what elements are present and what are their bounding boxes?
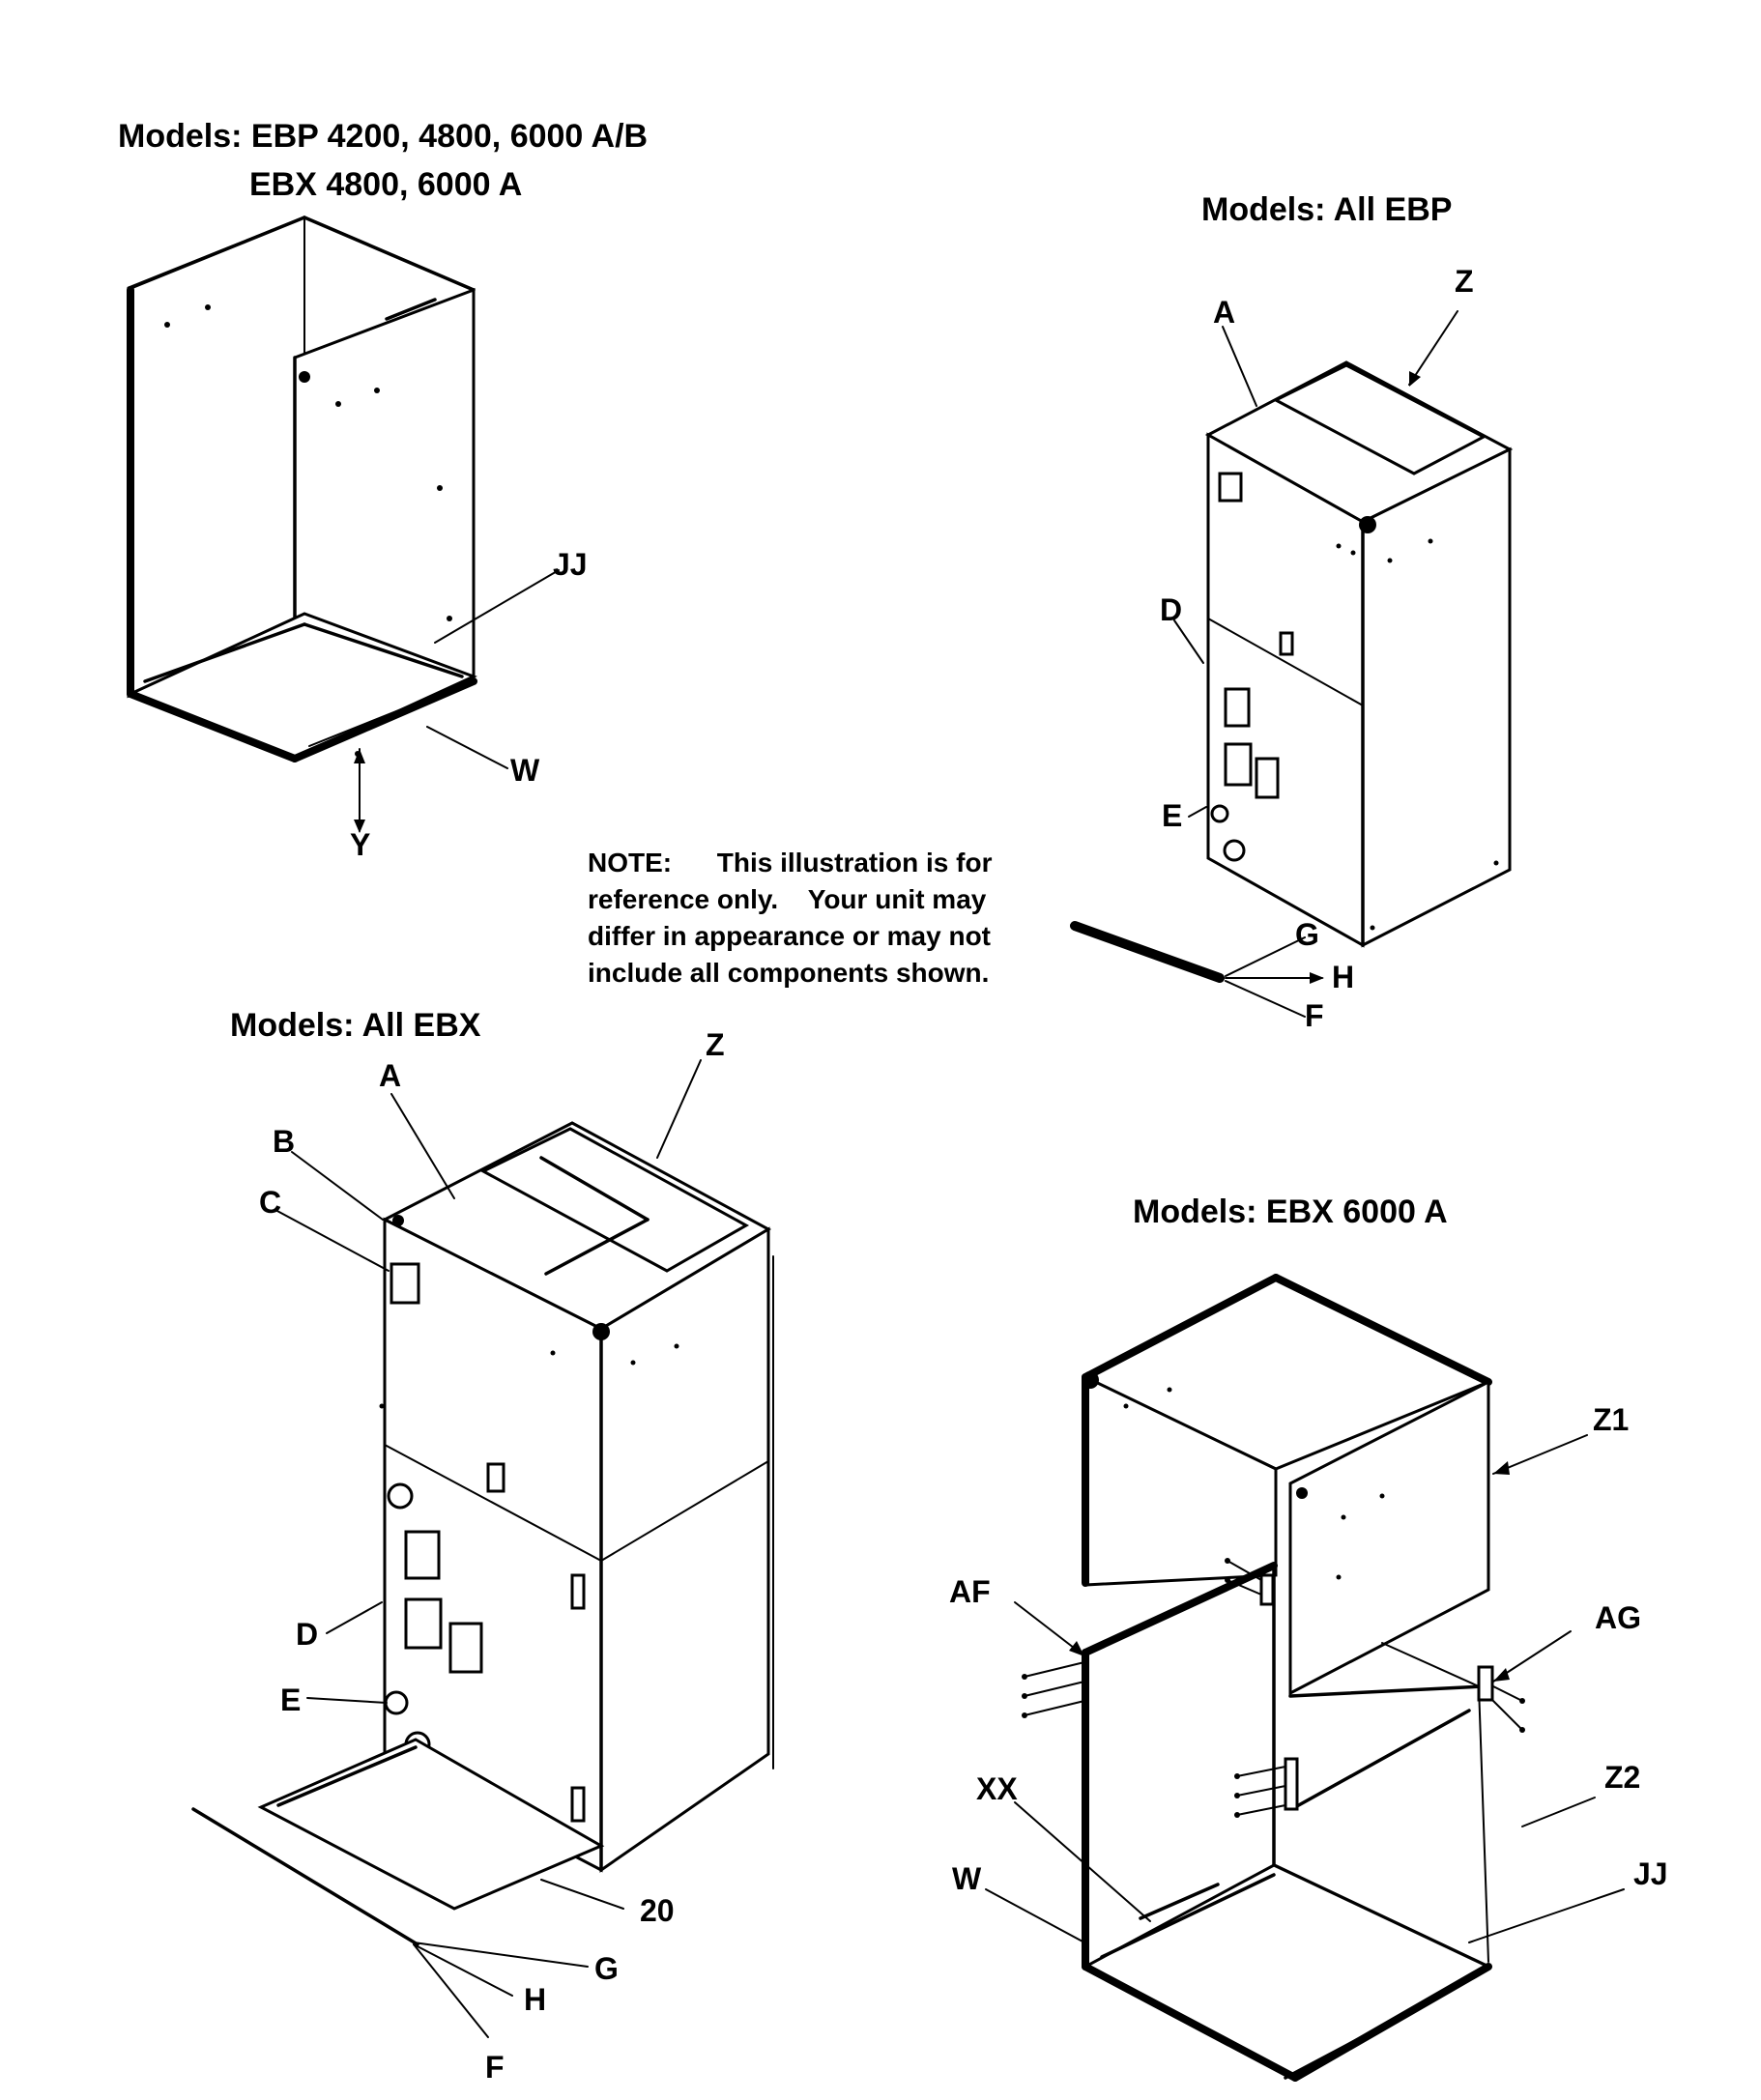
ebx-unit-drawing bbox=[191, 1059, 774, 2038]
callout-b: B bbox=[273, 1124, 295, 1159]
callout-ag: AG bbox=[1595, 1600, 1641, 1635]
tab-plate bbox=[1279, 631, 1294, 656]
top-left-title-line2: EBX 4800, 6000 A bbox=[249, 166, 522, 203]
ebx-unit-view: Models: All EBX bbox=[191, 1007, 774, 2085]
lower-base bbox=[1082, 1863, 1492, 2080]
bottom-left-title: Models: All EBX bbox=[230, 1007, 481, 1044]
callout-z1: Z1 bbox=[1593, 1402, 1629, 1437]
top-right-title: Models: All EBP bbox=[1201, 191, 1452, 228]
tab-plate bbox=[486, 1462, 505, 1493]
callout-c: C bbox=[259, 1185, 281, 1220]
side-face bbox=[1361, 446, 1512, 948]
callout-a: A bbox=[379, 1058, 401, 1093]
ebx-6000a-exploded-view: Models: EBX 6000 A bbox=[949, 1194, 1668, 2082]
label-plate bbox=[390, 1262, 420, 1305]
bottom-right-title: Models: EBX 6000 A bbox=[1133, 1194, 1448, 1230]
callout-w: W bbox=[510, 753, 540, 788]
top-left-title-line1: Models: EBP 4200, 4800, 6000 A/B bbox=[118, 118, 648, 155]
bracket-ag bbox=[1477, 1665, 1494, 1702]
slot-1 bbox=[570, 1573, 586, 1610]
callout-d: D bbox=[296, 1617, 318, 1652]
knockout-1 bbox=[1210, 804, 1229, 823]
ebp-unit-drawing bbox=[1070, 310, 1514, 1018]
side-face bbox=[599, 1226, 770, 1873]
note-line-4: include all components shown. bbox=[588, 958, 989, 988]
callout-y: Y bbox=[350, 827, 370, 862]
note-line-1: NOTE: This illustration is for bbox=[588, 848, 993, 877]
callout-jj: JJ bbox=[1633, 1856, 1668, 1891]
bracket-upper bbox=[1259, 1573, 1275, 1606]
access-plate-3 bbox=[448, 1622, 483, 1674]
cabinet-shell-view: Models: EBP 4200, 4800, 6000 A/B EBX 480… bbox=[118, 118, 648, 862]
knockout-2 bbox=[384, 1690, 409, 1715]
note-line-3: differ in appearance or may not bbox=[588, 921, 991, 951]
callout-g: G bbox=[594, 1951, 619, 1986]
callout-part-20: 20 bbox=[640, 1893, 675, 1928]
callout-f: F bbox=[485, 2050, 505, 2085]
callout-d: D bbox=[1160, 592, 1182, 627]
callout-g: G bbox=[1295, 917, 1319, 952]
callout-e: E bbox=[1162, 798, 1182, 833]
base-tray bbox=[257, 1738, 605, 1911]
bracket-middle bbox=[1284, 1757, 1299, 1811]
callout-jj: JJ bbox=[553, 547, 588, 582]
knockout-1 bbox=[387, 1482, 414, 1510]
knockout-2 bbox=[1223, 839, 1246, 862]
ebp-unit-view: Models: All EBP bbox=[1070, 191, 1514, 1033]
reference-note: NOTE: This illustration is for reference… bbox=[588, 848, 993, 988]
callout-f: F bbox=[1305, 998, 1324, 1033]
callout-h: H bbox=[524, 1982, 546, 2017]
access-plate-3 bbox=[1255, 757, 1280, 799]
callout-h: H bbox=[1332, 960, 1354, 994]
slot-2 bbox=[570, 1786, 586, 1823]
top-access-panel bbox=[1218, 472, 1243, 503]
callout-af: AF bbox=[949, 1574, 991, 1609]
callout-z: Z bbox=[1455, 264, 1474, 299]
access-plate-1 bbox=[1224, 687, 1251, 728]
access-plate-1 bbox=[404, 1530, 441, 1580]
ebx-6000a-drawing bbox=[985, 1274, 1625, 2082]
access-plate-2 bbox=[1224, 742, 1253, 787]
callout-xx: XX bbox=[976, 1771, 1018, 1806]
callout-e: E bbox=[280, 1683, 301, 1717]
callout-a: A bbox=[1213, 295, 1235, 330]
upper-side-panel bbox=[1288, 1379, 1490, 1696]
access-plate-2 bbox=[404, 1597, 443, 1650]
note-line-2: reference only. Your unit may bbox=[588, 884, 987, 914]
callout-w: W bbox=[952, 1861, 982, 1896]
callout-z2: Z2 bbox=[1604, 1760, 1640, 1795]
callout-z: Z bbox=[706, 1027, 725, 1062]
cabinet-shell-drawing bbox=[127, 216, 560, 833]
top-opening bbox=[1272, 363, 1487, 475]
